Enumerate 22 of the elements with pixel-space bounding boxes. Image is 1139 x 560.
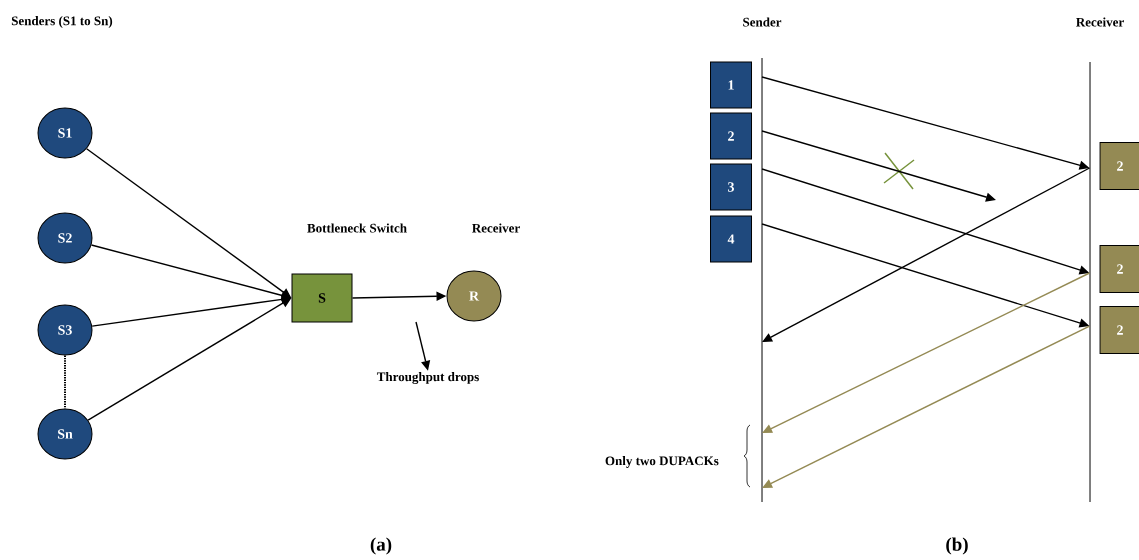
- panel-label: (a): [370, 537, 392, 555]
- heading-label: Sender: [743, 17, 782, 27]
- heading-label: Only two DUPACKs: [605, 456, 719, 468]
- arrow: [762, 167, 1091, 342]
- caption-text: Throughput drops: [376, 372, 479, 384]
- node-box: 2: [1099, 245, 1139, 293]
- arrow: [762, 272, 1091, 433]
- heading-label: Receiver: [472, 223, 520, 233]
- heading-label: Receiver: [1076, 17, 1124, 27]
- node-box: 2: [1099, 142, 1139, 190]
- dotted-line: [64, 354, 66, 410]
- node-box: S: [291, 273, 353, 323]
- arrow: [761, 130, 996, 202]
- heading-label: Senders (S1 to Sn): [11, 16, 113, 28]
- node-box: 1: [710, 61, 752, 109]
- node-box: 3: [710, 163, 752, 211]
- panel-label: (b): [946, 537, 968, 555]
- node-box: 2: [710, 112, 752, 160]
- node-box: 2: [1099, 306, 1139, 354]
- heading-label: Bottleneck Switch: [307, 223, 407, 233]
- arrow: [762, 325, 1091, 488]
- node-box: 4: [710, 215, 752, 263]
